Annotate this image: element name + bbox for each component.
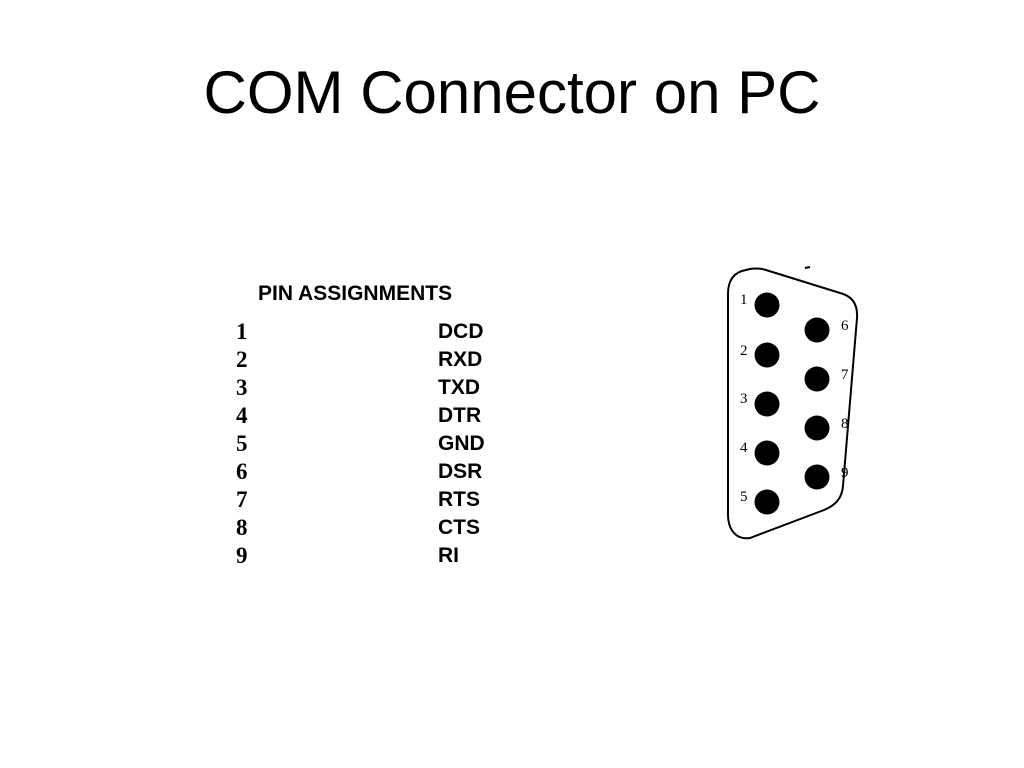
pin-row-3: 3 TXD: [234, 374, 504, 402]
pin-row-9: 9 RI: [234, 542, 504, 570]
pin-dot-6: [804, 317, 830, 343]
pin-dot-9: [804, 464, 830, 490]
pin-signal: RI: [438, 544, 459, 567]
pin-row-6: 6 DSR: [234, 458, 504, 486]
pin-row-8: 8 CTS: [234, 514, 504, 542]
pin-row-4: 4 DTR: [234, 402, 504, 430]
pin-label-8: 8: [841, 416, 849, 432]
pin-signal: CTS: [438, 516, 480, 539]
pin-dot-3: [754, 391, 780, 417]
pin-dot-4: [754, 440, 780, 466]
pin-signal: GND: [438, 432, 485, 455]
pin-number: 3: [236, 375, 248, 400]
pin-assignments-heading: PIN ASSIGNMENTS: [258, 282, 453, 305]
pin-signal: DCD: [438, 320, 484, 343]
db9-connector-diagram: 1 2 3 4 5 6 7 8 9: [716, 258, 866, 553]
connector-shell-outline: [727, 267, 859, 540]
pin-label-1: 1: [740, 292, 748, 308]
pin-signal: DSR: [438, 460, 483, 483]
pin-number: 7: [236, 487, 248, 512]
pin-dot-5: [754, 489, 780, 515]
pin-number: 9: [236, 543, 248, 568]
pin-signal: TXD: [438, 376, 480, 399]
pin-dot-7: [804, 366, 830, 392]
pin-number: 5: [236, 431, 248, 456]
pin-label-7: 7: [841, 367, 849, 383]
pin-row-7: 7 RTS: [234, 486, 504, 514]
pin-label-2: 2: [740, 343, 748, 359]
pin-signal: RTS: [438, 488, 480, 511]
pin-dot-8: [804, 415, 830, 441]
pin-signal: DTR: [438, 404, 482, 427]
pin-row-1: 1 DCD: [234, 318, 504, 346]
connector-mark: [804, 266, 811, 269]
pin-number: 2: [236, 347, 248, 372]
pin-number: 8: [236, 515, 248, 540]
pin-assignment-rows: 1 DCD 2 RXD 3 TXD 4 DTR 5 GND 6 DSR 7 RT…: [234, 318, 504, 570]
pin-dot-1: [754, 292, 780, 318]
pin-dot-2: [754, 342, 780, 368]
pin-signal: RXD: [438, 348, 483, 371]
pin-row-5: 5 GND: [234, 430, 504, 458]
pin-label-3: 3: [740, 391, 748, 407]
pin-row-2: 2 RXD: [234, 346, 504, 374]
pin-label-6: 6: [841, 318, 849, 334]
pin-label-5: 5: [740, 489, 748, 505]
pin-label-4: 4: [740, 440, 748, 456]
slide-title: COM Connector on PC: [203, 59, 821, 126]
db9-connector-svg: 1 2 3 4 5 6 7 8 9: [727, 266, 859, 540]
pin-number: 1: [236, 319, 248, 344]
pin-label-9: 9: [841, 465, 849, 481]
pin-number: 4: [236, 403, 248, 428]
pin-number: 6: [236, 459, 248, 484]
